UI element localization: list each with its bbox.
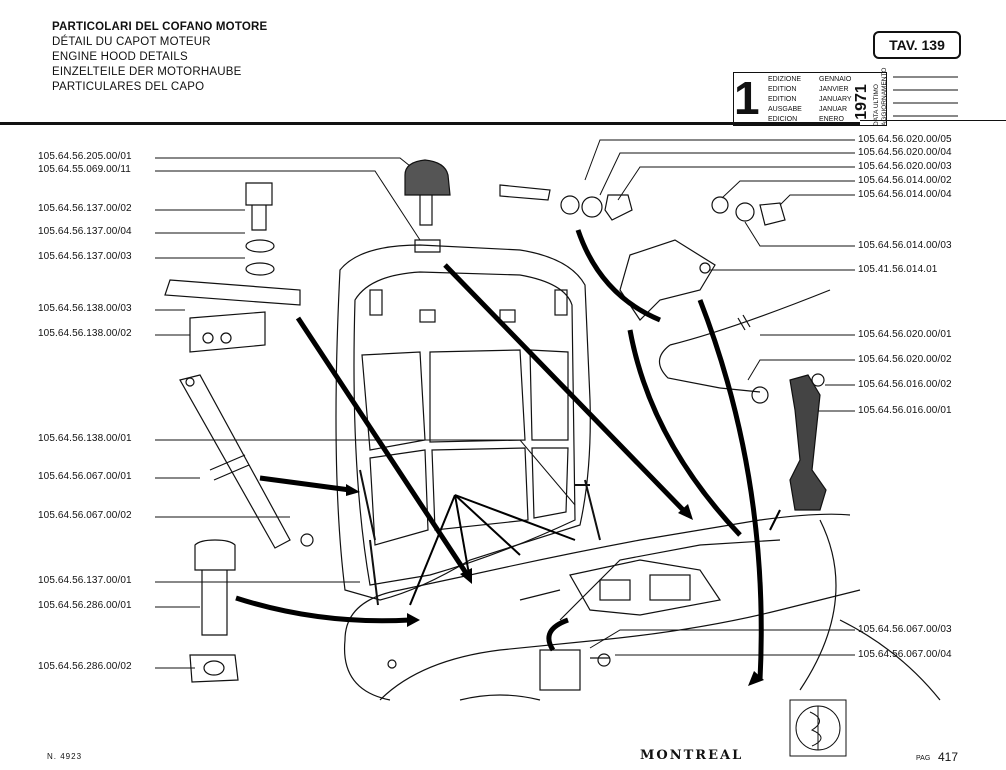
part-number: 105.64.56.137.00/01 [38, 575, 132, 586]
left-leader-lines [155, 157, 576, 669]
edition-label: EDITION [768, 96, 797, 103]
title-english: ENGINE HOOD DETAILS [52, 51, 188, 63]
header-rule-thin [860, 120, 1006, 121]
part-bracket [164, 279, 301, 353]
part-number: 105.64.56.014.00/02 [858, 175, 952, 186]
part-number: 105.64.56.137.00/03 [38, 251, 132, 262]
part-number: 105.64.56.020.00/01 [858, 329, 952, 340]
edition-month: JANVIER [819, 86, 849, 93]
title-german: EINZELTEILE DER MOTORHAUBE [52, 66, 242, 78]
edition-box: 1 EDIZIONE EDITION EDITION AUSGABE EDICI… [733, 72, 887, 126]
part-number: 105.64.56.020.00/03 [858, 161, 952, 172]
part-release-lever [789, 373, 827, 511]
part-number: 105.64.56.138.00/01 [38, 433, 132, 444]
edition-label: EDICION [768, 116, 798, 123]
edition-month: ENERO [819, 116, 844, 123]
header-rule [0, 122, 860, 125]
right-leader-lines [584, 139, 855, 656]
edition-month: JANUAR [819, 106, 848, 113]
part-number: 105.64.56.016.00/02 [858, 379, 952, 390]
hood-stays [359, 469, 601, 606]
page-label: PAG [916, 755, 931, 762]
part-bump-stop [404, 159, 451, 253]
part-number: 105.64.56.286.00/01 [38, 600, 132, 611]
table-reference: TAV. 139 [873, 31, 961, 59]
brand-logo [789, 699, 847, 757]
part-number: 105.64.56.020.00/02 [858, 354, 952, 365]
part-number: 105.64.56.020.00/04 [858, 147, 952, 158]
part-number: 105.64.56.067.00/04 [858, 649, 952, 660]
part-screw-nut [189, 539, 239, 683]
part-lock-components [499, 184, 786, 321]
title-italian: PARTICOLARI DEL COFANO MOTORE [52, 21, 268, 33]
page-number: 417 [938, 750, 959, 764]
edition-labels: EDIZIONE EDITION EDITION AUSGABE EDICION [768, 75, 802, 125]
edition-month: JANUARY [819, 96, 852, 103]
part-number: 105.64.56.286.00/02 [38, 661, 132, 672]
part-number: 105.41.56.014.01 [858, 264, 938, 275]
part-cable [658, 289, 831, 404]
part-number: 105.64.56.205.00/01 [38, 151, 132, 162]
part-number: 105.64.56.067.00/01 [38, 471, 132, 482]
part-number: 105.64.55.069.00/11 [38, 164, 131, 175]
edition-label: EDIZIONE [768, 76, 802, 83]
part-number: 105.64.56.137.00/02 [38, 203, 132, 214]
thin-arrows [409, 494, 781, 606]
edition-label: EDITION [768, 86, 797, 93]
part-number: 105.64.56.020.00/05 [858, 134, 952, 145]
part-number: 105.64.56.067.00/03 [858, 624, 952, 635]
drawing-number: N. 4923 [47, 752, 83, 761]
part-number: 105.64.56.014.00/04 [858, 189, 952, 200]
edition-label: AUSGABE [768, 106, 802, 113]
title-spanish: PARTICULARES DEL CAPO [52, 81, 205, 93]
part-number: 105.64.56.016.00/01 [858, 405, 952, 416]
edition-month: GENNAIO [819, 76, 852, 83]
part-number: 105.64.56.138.00/02 [38, 328, 132, 339]
title-french: DÉTAIL DU CAPOT MOTEUR [52, 36, 211, 48]
part-number: 105.64.56.138.00/03 [38, 303, 132, 314]
part-number: 105.64.56.067.00/02 [38, 510, 132, 521]
edition-months: GENNAIO JANVIER JANUARY JANUAR ENERO [819, 75, 852, 125]
heavy-arrows [235, 229, 764, 681]
part-bolt-left [245, 182, 275, 276]
model-name: MONTREAL [640, 748, 744, 763]
part-hood-stay [179, 374, 314, 549]
car-body [343, 513, 941, 701]
part-number: 105.64.56.014.00/03 [858, 240, 952, 251]
part-number: 105.64.56.137.00/04 [38, 226, 132, 237]
